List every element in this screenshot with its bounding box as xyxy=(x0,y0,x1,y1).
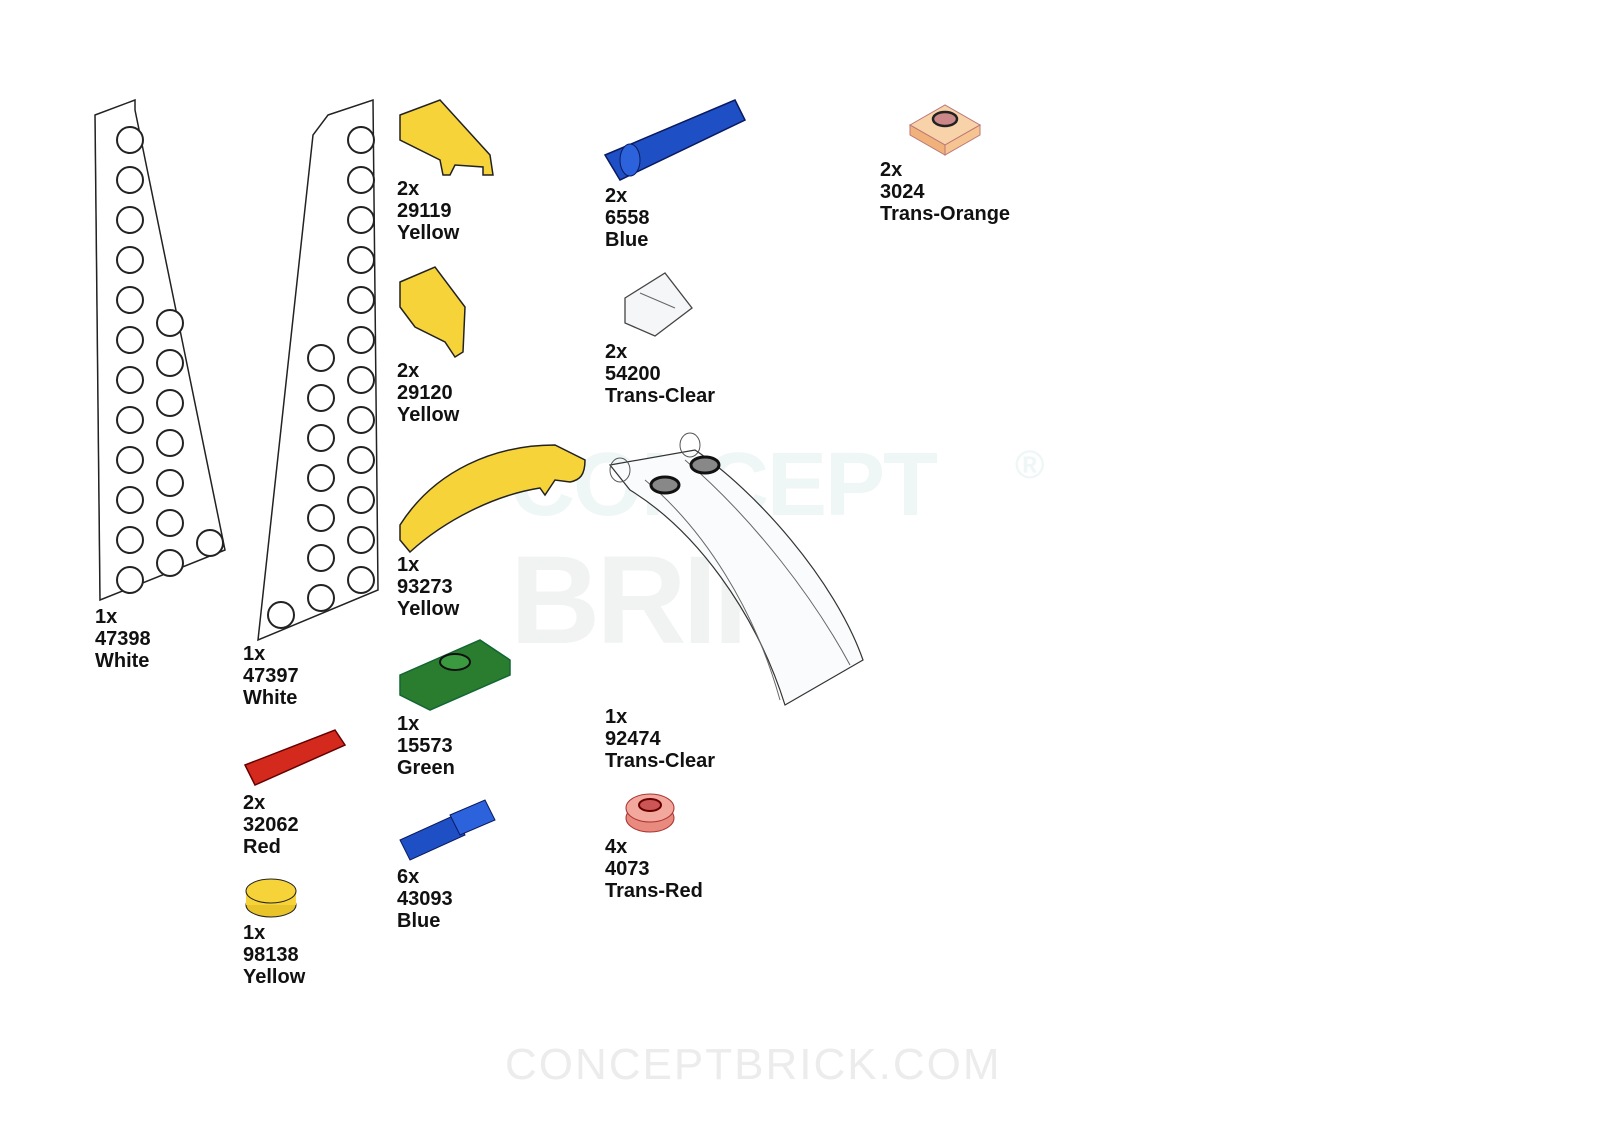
part-text: Blue xyxy=(397,910,441,932)
part-text: White xyxy=(95,650,150,672)
axle-plate-32062-icon xyxy=(243,729,347,786)
part-text: 98138 xyxy=(243,944,299,966)
part-text: 2x xyxy=(243,792,266,814)
slope-54200-icon xyxy=(624,272,693,337)
part-text: Red xyxy=(243,836,281,858)
part-text: Trans-Orange xyxy=(880,203,1011,225)
wedge-plate-47398-icon xyxy=(94,98,226,602)
part-text: 29120 xyxy=(397,382,453,404)
part-text: Green xyxy=(397,757,455,779)
jumper-plate-15573-icon xyxy=(399,639,511,711)
part-text: 4x xyxy=(605,836,628,858)
part-text: White xyxy=(243,687,298,709)
part-text: 2x xyxy=(397,360,420,382)
part-text: 1x xyxy=(95,606,118,628)
part-text: 3024 xyxy=(880,181,925,203)
part-text: 92474 xyxy=(605,728,661,750)
part-text: 4073 xyxy=(605,858,650,880)
part-text: 1x xyxy=(605,706,628,728)
watermark-registered: ® xyxy=(1015,443,1045,487)
plate-3024-icon xyxy=(908,104,982,156)
part-text: 2x xyxy=(880,159,903,181)
part-text: Yellow xyxy=(243,966,306,988)
part-text: Trans-Clear xyxy=(605,385,716,407)
part-text: 29119 xyxy=(397,200,452,222)
part-text: Trans-Red xyxy=(605,880,703,902)
part-text: 2x xyxy=(605,185,628,207)
part-text: 15573 xyxy=(397,735,453,757)
part-text: 54200 xyxy=(605,363,661,385)
part-text: 2x xyxy=(397,178,420,200)
part-text: 1x xyxy=(243,643,266,665)
part-text: 1x xyxy=(397,554,420,576)
part-text: 47397 xyxy=(243,665,299,687)
round-plate-4073-icon xyxy=(625,793,675,833)
part-text: 1x xyxy=(243,922,266,944)
part-text: 6x xyxy=(397,866,420,888)
part-text: 1x xyxy=(397,713,420,735)
part-text: 32062 xyxy=(243,814,299,836)
round-tile-98138-icon xyxy=(245,878,297,918)
part-text: Yellow xyxy=(397,222,460,244)
part-text: Yellow xyxy=(397,404,460,426)
curved-slope-93273-icon xyxy=(399,444,586,554)
part-text: 43093 xyxy=(397,888,453,910)
part-text: 47398 xyxy=(95,628,151,650)
watermark-url: CONCEPTBRICK.COM xyxy=(505,1040,1002,1089)
part-text: Yellow xyxy=(397,598,460,620)
part-text: Trans-Clear xyxy=(605,750,716,772)
part-text: 93273 xyxy=(397,576,453,598)
slope-29119-icon xyxy=(399,99,494,176)
part-text: Blue xyxy=(605,229,649,251)
axle-pin-43093-icon xyxy=(399,799,496,861)
wedge-plate-47397-icon xyxy=(257,98,379,642)
part-text: 2x xyxy=(605,341,628,363)
windscreen-92474-icon xyxy=(608,432,864,706)
part-text: 6558 xyxy=(605,207,650,229)
pin-6558-icon xyxy=(603,99,747,181)
slope-29120-icon xyxy=(399,266,466,359)
